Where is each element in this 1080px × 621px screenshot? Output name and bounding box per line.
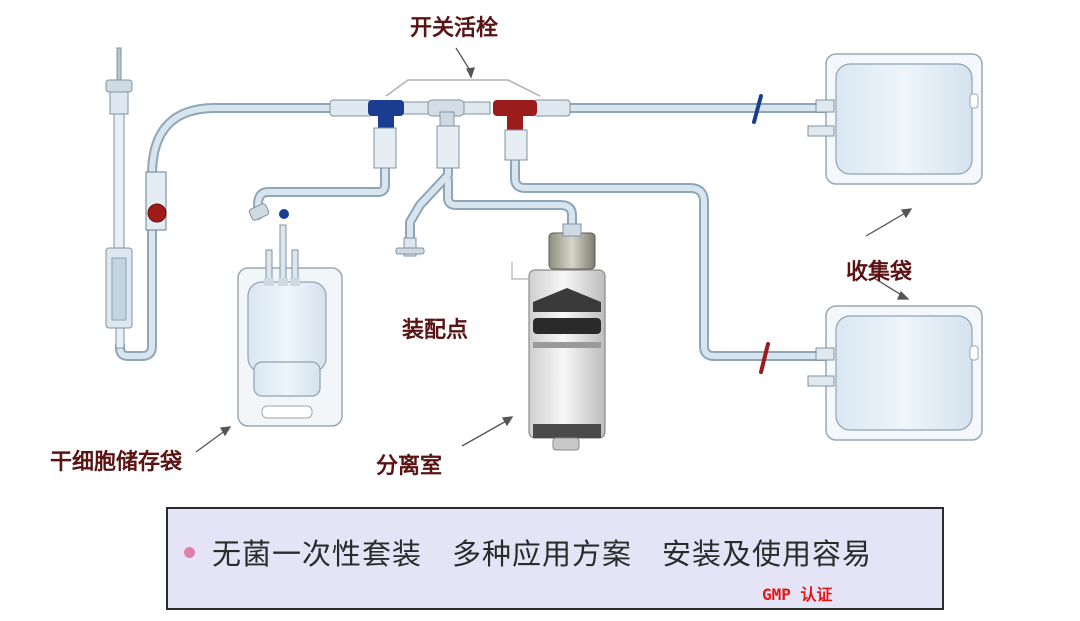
stopcock-manifold xyxy=(329,79,571,169)
assembly-point-label: 装配点 xyxy=(402,318,469,343)
inline-filter xyxy=(145,171,167,231)
red-clamp xyxy=(759,342,770,374)
luer-connector xyxy=(395,237,425,257)
white-stopcock xyxy=(427,99,465,169)
separation-chamber-label: 分离室 xyxy=(376,454,443,479)
stem-cell-storage-bag xyxy=(237,203,343,427)
blue-clamp xyxy=(752,94,763,124)
blue-stopcock xyxy=(368,100,404,169)
tubing xyxy=(115,103,837,361)
collection-bag-bottom xyxy=(807,305,983,441)
stopcock-label: 开关活栓 xyxy=(410,16,499,41)
gmp-certification: GMP 认证 xyxy=(762,585,833,604)
separation-chamber xyxy=(511,223,606,451)
feature-banner: 无菌一次性套装 多种应用方案 安装及使用容易 GMP 认证 xyxy=(166,507,944,610)
collection-bag-label: 收集袋 xyxy=(846,260,913,285)
banner-text: 无菌一次性套装 多种应用方案 安装及使用容易 xyxy=(212,537,873,571)
bullet-icon xyxy=(184,547,195,558)
stem-cell-storage-bag-label: 干细胞储存袋 xyxy=(50,450,183,475)
collection-bag-top xyxy=(807,53,983,185)
spike-drip-chamber xyxy=(105,47,133,349)
red-stopcock xyxy=(493,100,537,161)
callout-arrows xyxy=(195,47,913,453)
